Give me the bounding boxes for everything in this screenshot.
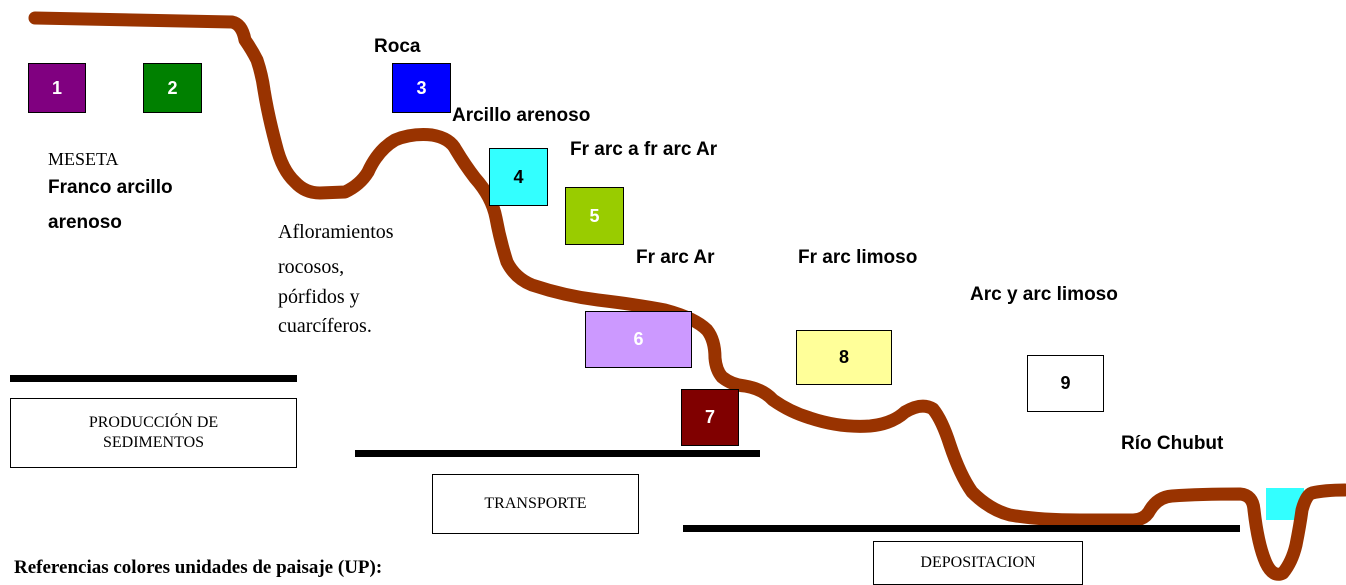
unit-box-6: 6 — [585, 311, 692, 368]
label-roca: Roca — [374, 36, 421, 57]
transporte-box: TRANSPORTE — [432, 474, 639, 534]
transporte-bar — [355, 450, 760, 457]
depositacion-box: DEPOSITACION — [873, 541, 1083, 585]
label-fr-arc-a-fr-arc-ar: Fr arc a fr arc Ar — [570, 139, 718, 160]
unit-box-1: 1 — [28, 63, 86, 113]
label-rio-chubut: Río Chubut — [1121, 433, 1224, 454]
transporte-label: TRANSPORTE — [484, 495, 587, 512]
unit-box-7: 7 — [681, 389, 739, 446]
label-fr-arc-ar: Fr arc Ar — [636, 247, 715, 268]
unit-box-3: 3 — [392, 63, 451, 113]
label-porfidos: pórfidos y — [278, 286, 360, 308]
produccion-line-2: SEDIMENTOS — [102, 434, 205, 451]
label-afloramientos: Afloramientos — [278, 221, 394, 243]
label-rocosos: rocosos, — [278, 256, 345, 278]
unit-box-2: 2 — [143, 63, 202, 113]
produccion-line-1: PRODUCCIÓN DE — [88, 414, 219, 431]
label-arc-y-arc-limoso: Arc y arc limoso — [970, 284, 1118, 305]
label-meseta: MESETA — [48, 149, 119, 169]
unit-box-4: 4 — [489, 148, 548, 206]
references-title: Referencias colores unidades de paisaje … — [14, 557, 383, 578]
unit-box-8: 8 — [796, 330, 892, 385]
produccion-box: PRODUCCIÓN DE SEDIMENTOS — [10, 398, 297, 468]
label-fr-arc-limoso: Fr arc limoso — [798, 247, 918, 268]
unit-box-5: 5 — [565, 187, 624, 245]
label-arenoso: arenoso — [48, 212, 122, 233]
label-franco-arcillo: Franco arcillo — [48, 177, 173, 198]
label-arcillo-arenoso: Arcillo arenoso — [452, 105, 591, 126]
produccion-bar — [10, 375, 297, 382]
depositacion-label: DEPOSITACION — [920, 554, 1036, 571]
label-cuarciferos: cuarcíferos. — [278, 315, 372, 337]
depositacion-bar — [683, 525, 1240, 532]
terrain-profile-line — [28, 11, 1346, 581]
unit-box-9: 9 — [1027, 355, 1104, 412]
